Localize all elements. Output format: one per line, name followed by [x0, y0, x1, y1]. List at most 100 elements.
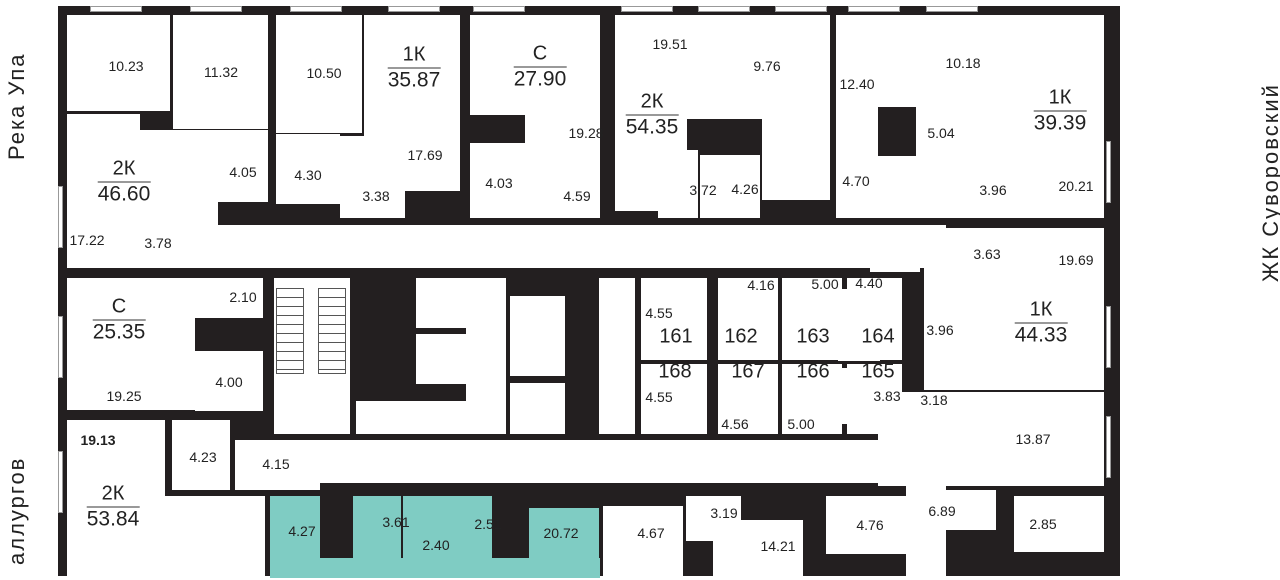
room — [878, 156, 920, 218]
room-area: 3.18 — [920, 392, 948, 408]
room-area: 4.67 — [637, 525, 665, 541]
room — [235, 440, 320, 490]
window — [90, 6, 142, 12]
room-area: 12.40 — [839, 76, 875, 92]
room — [416, 334, 466, 384]
room-area: 6.89 — [928, 503, 956, 519]
storage-area: 4.56 — [721, 416, 749, 432]
storage-number[interactable]: 167 — [731, 360, 765, 383]
storage-163[interactable] — [782, 278, 842, 360]
storage-162[interactable] — [718, 278, 778, 360]
room-area: 20.21 — [1058, 178, 1094, 194]
apartment-type: С — [513, 43, 567, 68]
window — [473, 6, 525, 12]
window — [621, 6, 673, 12]
storage-number[interactable]: 161 — [659, 325, 693, 348]
storage-164-box[interactable] — [847, 278, 902, 360]
storage-number[interactable]: 164 — [861, 325, 895, 348]
room — [213, 130, 268, 202]
room-area: 3.78 — [144, 235, 172, 251]
apartment-area: 54.35 — [625, 115, 679, 139]
stairs — [318, 288, 346, 374]
street-label-zhk-suvorovsky: ЖК Суворовский — [1258, 83, 1280, 282]
room-area: 5.04 — [927, 125, 955, 141]
room — [67, 420, 165, 580]
room — [599, 278, 635, 434]
room-area: 4.05 — [229, 164, 257, 180]
storage-167[interactable] — [718, 364, 778, 434]
stairs — [276, 288, 304, 374]
window — [190, 6, 242, 12]
room-area: 3.63 — [973, 246, 1001, 262]
storage-161[interactable] — [641, 278, 707, 360]
storage-number[interactable]: 163 — [796, 325, 830, 348]
room — [687, 15, 762, 119]
storage-area: 5.00 — [787, 416, 815, 432]
storage-area: 4.40 — [855, 275, 883, 291]
storage-area: 3.83 — [873, 388, 901, 404]
room-area: 2.51 — [474, 516, 502, 532]
room-area: 3.19 — [710, 505, 738, 521]
room-area: 2.40 — [422, 537, 450, 553]
storage-number[interactable]: 168 — [658, 360, 692, 383]
room — [470, 15, 600, 115]
window — [388, 6, 440, 12]
room — [195, 278, 263, 318]
room-area: 3.72 — [689, 182, 717, 198]
storage-165-box[interactable] — [847, 364, 902, 434]
storage-166[interactable] — [782, 364, 842, 434]
room-area: 19.13 — [80, 432, 116, 448]
selected-apartment-room[interactable] — [270, 558, 600, 578]
window — [775, 6, 827, 12]
window — [58, 451, 63, 513]
room-area: 4.15 — [262, 456, 290, 472]
room-area: 10.50 — [306, 65, 342, 81]
room — [466, 278, 506, 434]
storage-number[interactable]: 165 — [861, 360, 895, 383]
apartment-area: 46.60 — [97, 182, 151, 206]
storage-area: 4.55 — [645, 389, 673, 405]
room-area: 3.38 — [362, 188, 390, 204]
room-area: 4.23 — [189, 449, 217, 465]
room — [416, 278, 466, 328]
storage-area: 5.00 — [811, 276, 839, 292]
window — [58, 316, 63, 378]
storage-168[interactable] — [641, 364, 707, 434]
room-area: 4.30 — [294, 167, 322, 183]
room — [173, 15, 268, 129]
room-area: 3.96 — [926, 322, 954, 338]
storage-number[interactable]: 166 — [796, 360, 830, 383]
window — [698, 6, 750, 12]
room — [658, 150, 698, 218]
window — [926, 6, 978, 12]
window — [290, 6, 342, 12]
room-area: 9.76 — [753, 58, 781, 74]
room-area: 10.23 — [108, 58, 144, 74]
room-area: 10.18 — [945, 55, 981, 71]
room — [67, 114, 140, 268]
room — [510, 383, 565, 434]
corridor — [180, 225, 946, 268]
room — [870, 228, 920, 272]
room — [276, 134, 340, 204]
corridor — [320, 440, 905, 483]
room-area: 4.59 — [563, 188, 591, 204]
room — [826, 496, 906, 554]
apartment-area: 44.33 — [1014, 323, 1068, 347]
room — [916, 15, 1104, 218]
storage-number[interactable]: 162 — [724, 325, 758, 348]
room-area: 4.03 — [485, 175, 513, 191]
window — [1106, 141, 1111, 203]
apartment-area: 39.39 — [1033, 111, 1087, 135]
room — [762, 153, 830, 200]
room-area: 19.25 — [106, 388, 142, 404]
room-area: 11.32 — [204, 64, 238, 80]
